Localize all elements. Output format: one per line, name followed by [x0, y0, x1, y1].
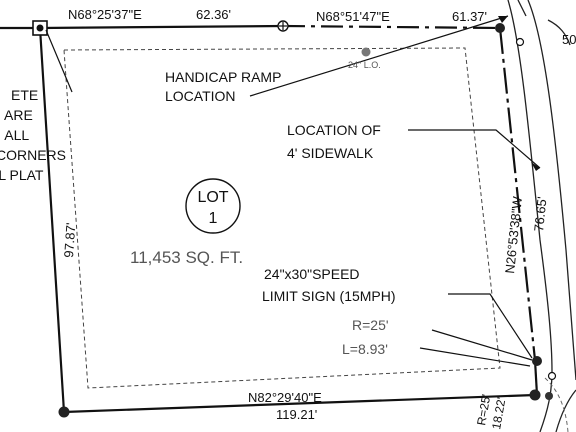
ramp-callout-line2: LOCATION: [165, 88, 236, 104]
ramp-leader: [249, 15, 509, 97]
note-fragments: ETE ARE N ALL CORNERS AL PLAT: [0, 87, 66, 183]
nw-corner-marker: [32, 20, 48, 36]
sidewalk-callout-line2: 4' SIDEWALK: [287, 145, 374, 161]
note-fragment-2: ARE: [4, 107, 33, 123]
note-fragment-1: ETE: [11, 87, 38, 103]
sign-callout-line1: 24"x30"SPEED: [264, 266, 360, 282]
north-control-point: [277, 20, 289, 32]
west-distance: 97.87': [61, 222, 78, 258]
lo-label: 24" L.O.: [348, 60, 381, 70]
curve-leader-1: [431, 329, 533, 361]
corner-length-2: 18.22': [489, 396, 508, 430]
sign-dot: [532, 356, 542, 366]
east-line-end: [533, 359, 539, 396]
se-corner-dot: [529, 389, 541, 401]
note-fragment-4: CORNERS: [0, 147, 66, 163]
lot-number: 1: [209, 210, 218, 227]
lot-circle: [185, 178, 241, 234]
west-line: [38, 27, 66, 413]
tick-marker-2: [547, 371, 557, 381]
sign-leader: [448, 293, 533, 359]
south-line: [63, 393, 536, 414]
sign-callout-line2: LIMIT SIGN (15MPH): [262, 288, 396, 304]
note-fragment-3: N ALL: [0, 127, 29, 143]
leader-lines: [45, 15, 541, 367]
ne-corner-dot: [495, 23, 505, 33]
sidewalk-leader: [408, 129, 541, 169]
curb-return: [544, 377, 569, 432]
north-west-distance: 62.36': [196, 7, 231, 22]
curve-leader-2: [419, 347, 531, 367]
south-bearing: N82°29'40"E: [248, 390, 322, 405]
edge-text: 50: [562, 32, 576, 47]
leader-arrowheads: [498, 16, 540, 171]
north-east-distance: 61.37': [452, 9, 487, 24]
north-line-east: [282, 24, 501, 30]
east-line: [498, 27, 537, 361]
corner-radius-2: R=25': [474, 393, 493, 426]
east-distance: 76.65': [531, 196, 550, 232]
road-dot: [545, 392, 553, 400]
north-line-west: [39, 24, 284, 30]
tick-marker-1: [515, 37, 525, 47]
sw-corner-dot: [58, 406, 70, 418]
lot-label: LOT: [197, 189, 228, 206]
setback-line: [63, 47, 501, 389]
lot-area: 11,453 SQ. FT.: [130, 248, 243, 267]
curve-length: L=8.93': [342, 341, 388, 357]
north-west-bearing: N68°25'37"E: [68, 7, 142, 22]
note-leader: [45, 29, 73, 93]
ramp-callout-line1: HANDICAP RAMP: [165, 69, 281, 85]
lo-dot: [361, 47, 371, 57]
south-distance: 119.21': [276, 407, 317, 422]
sidewalk-callout-line1: LOCATION OF: [287, 122, 381, 138]
note-fragment-5: AL PLAT: [0, 167, 44, 183]
property-boundary: [0, 24, 539, 414]
north-east-bearing: N68°51'47"E: [316, 9, 390, 24]
curve-radius: R=25': [352, 317, 389, 333]
